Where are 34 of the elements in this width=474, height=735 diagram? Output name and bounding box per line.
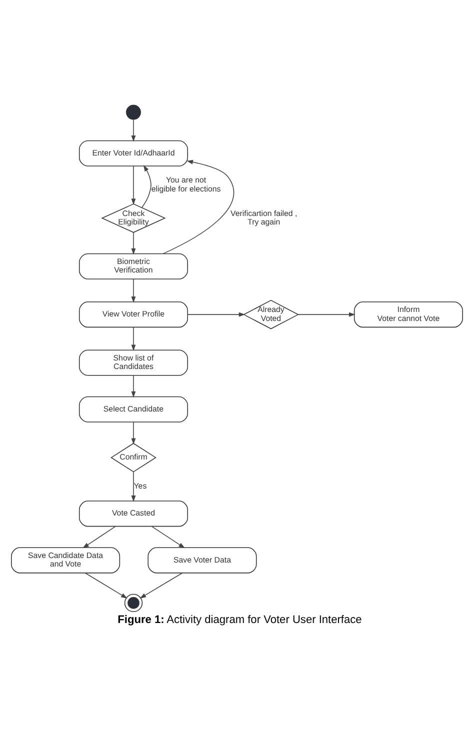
node-box: Vote Casted [78,500,188,527]
node-box: Select Candidate [78,396,188,422]
edge-label: Verificartion failed , Try again [230,208,298,226]
node-diamond: Check Eligibility [101,204,166,233]
arrow [131,119,136,142]
arrow [84,572,128,598]
arrow [131,166,136,205]
arrow [131,326,136,352]
node-box: Show list of Candidates [78,350,188,376]
node-bullseye [124,594,143,612]
caption: Figure 1: Activity diagram for Voter User Interface [118,614,362,626]
node-box: Inform Voter cannot Vote [354,302,463,328]
arrow [82,526,116,548]
arrow [140,572,183,598]
arrow [187,312,246,317]
node-circle [126,104,141,120]
edge-label: You are not eligible for elections [151,176,221,194]
arrow [152,526,185,548]
edge-label: Yes [134,481,147,490]
node-box: Enter Voter Id/AdhaarId [78,140,188,166]
arrow [141,165,152,208]
node-box: Save Voter Data [148,547,257,574]
node-box: Save Candidate Data and Vote [11,547,120,574]
node-diamond: Confirm [110,442,156,472]
arrow [131,278,136,303]
arrow [131,471,136,502]
arrow [162,160,234,254]
node-box: View Voter Profile [78,302,188,328]
arrow [131,422,136,445]
arrow [131,232,136,255]
arrow [131,375,136,398]
node-box: Biometric Verification [78,253,188,280]
arrow [298,312,356,317]
node-diamond: Already Voted [243,300,299,330]
